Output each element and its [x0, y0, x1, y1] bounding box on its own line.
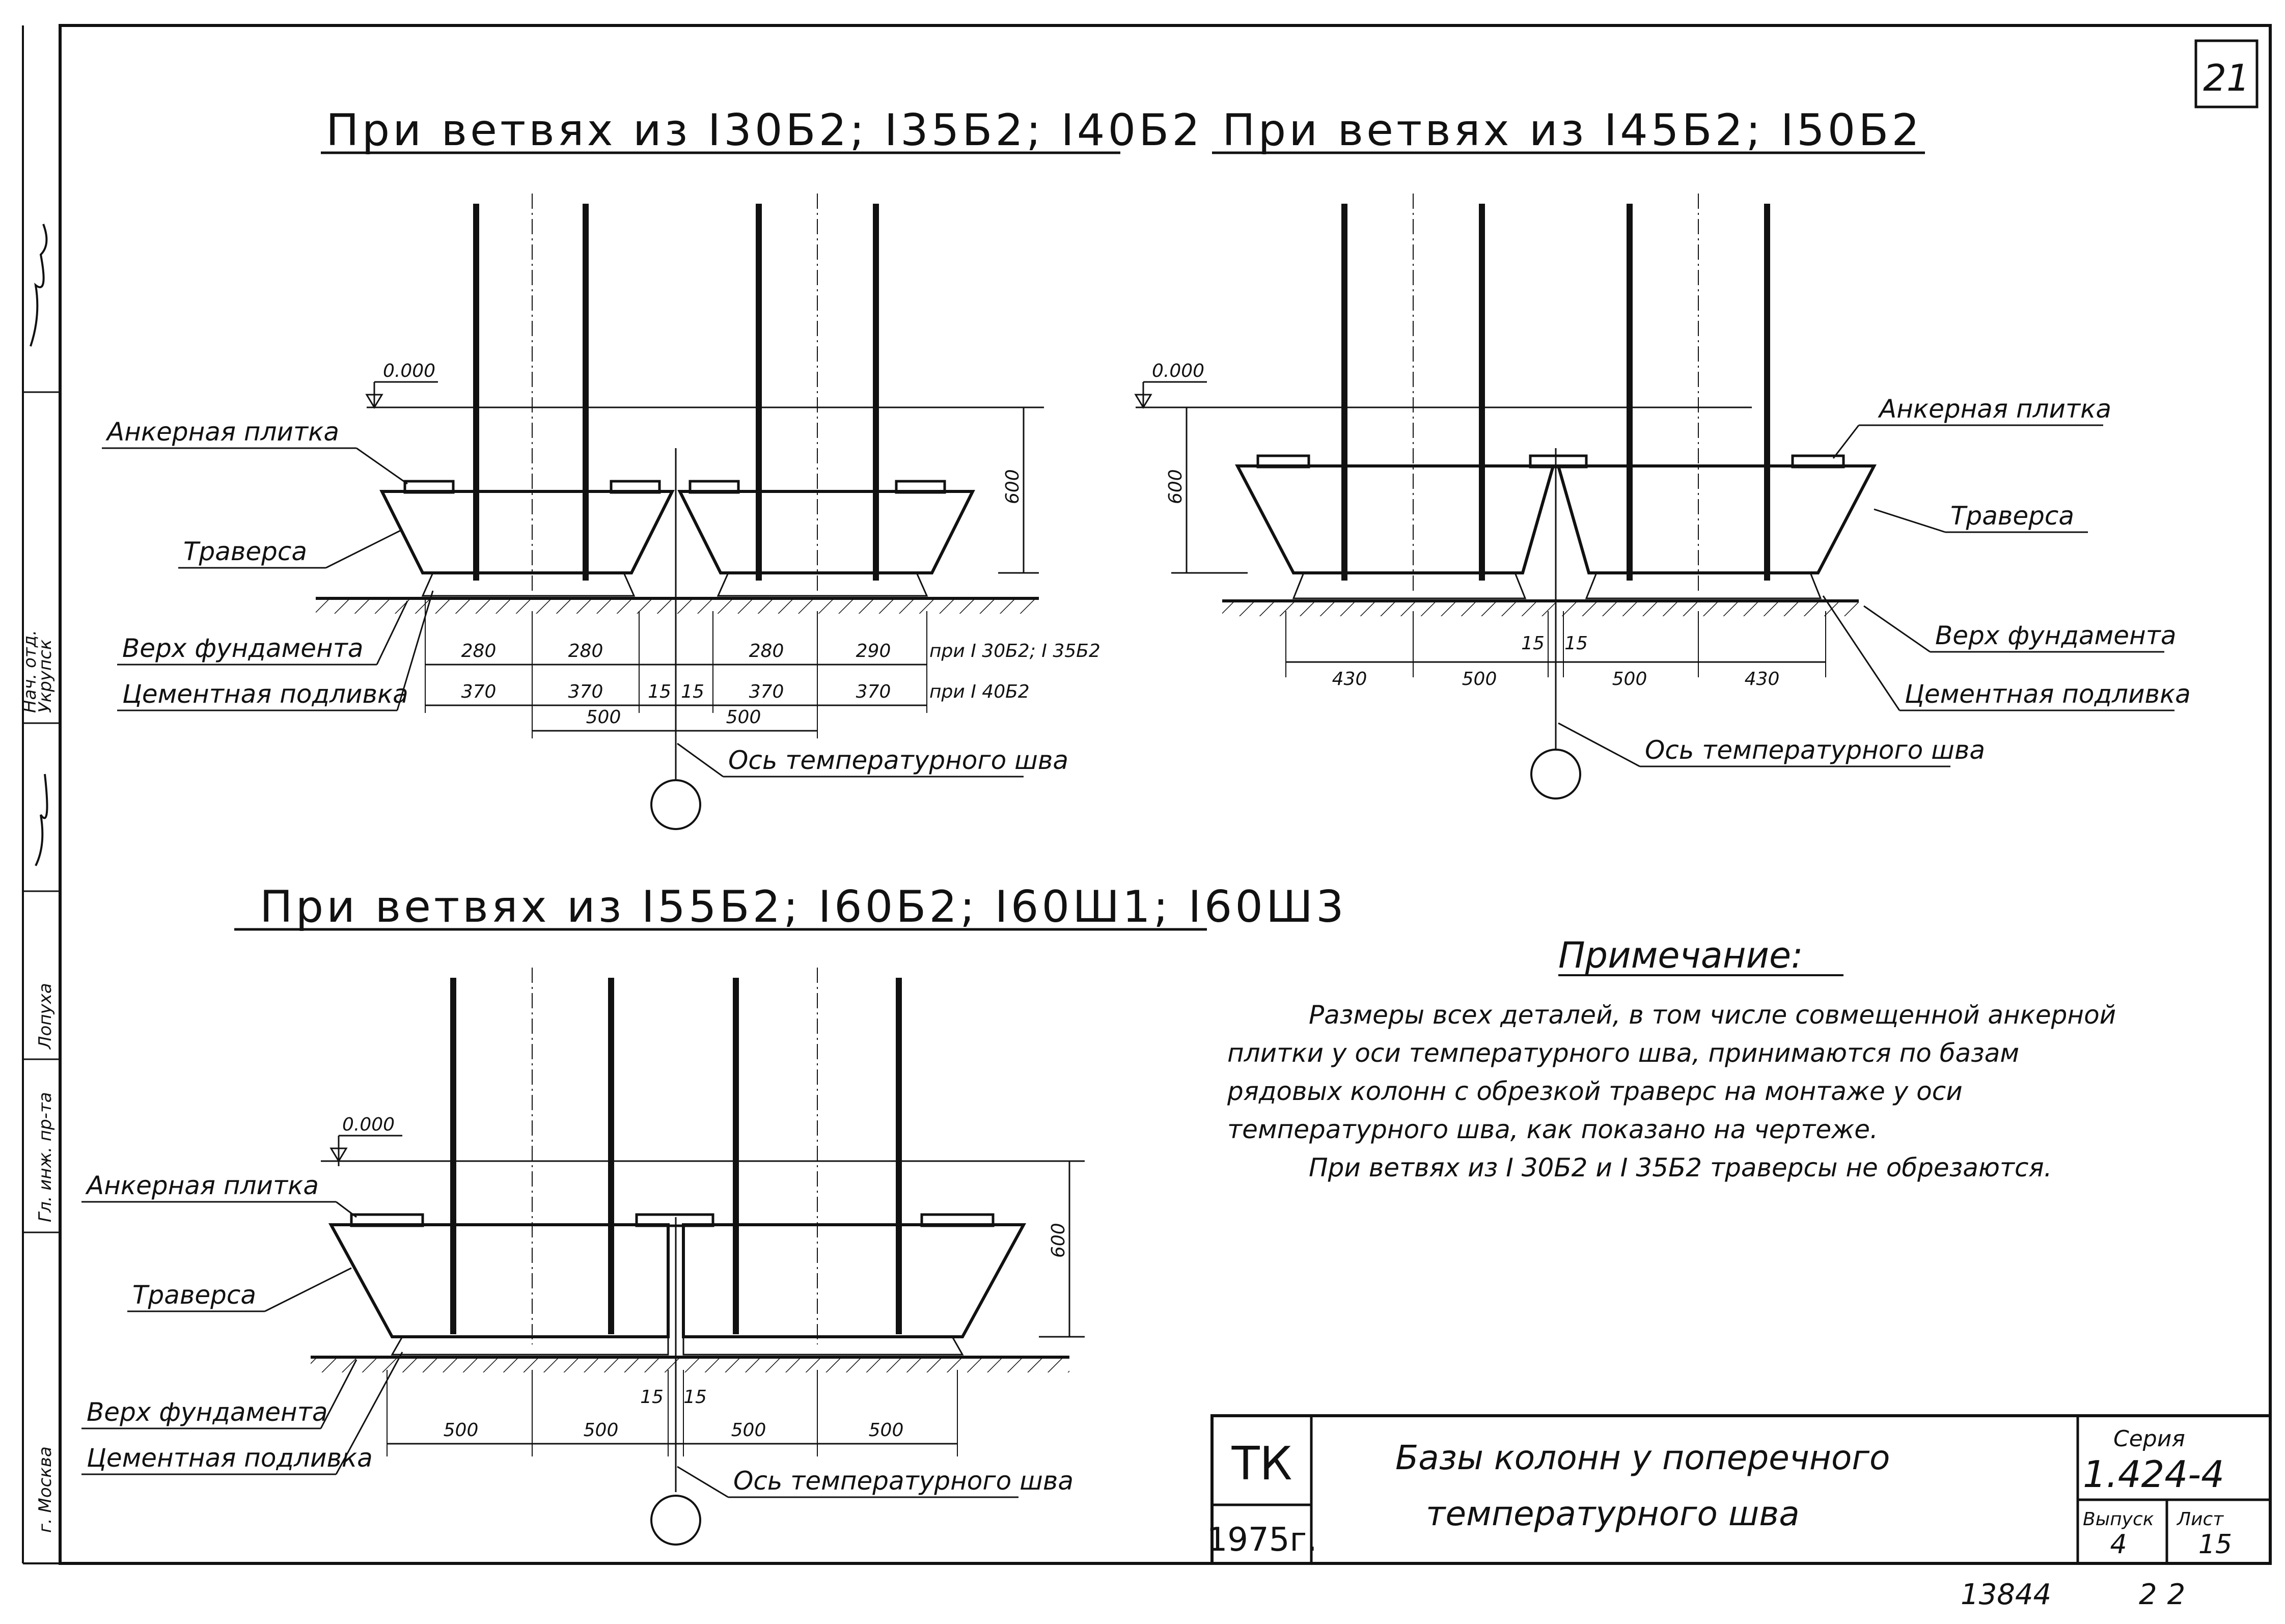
section-3-label-joint-axis: Ось температурного шва	[733, 1466, 1073, 1496]
section-1-label-cement-grout: Цементная подливка	[122, 679, 408, 709]
note-line-1: Размеры всех деталей, в том числе совмещ…	[1309, 1000, 2116, 1030]
section-1-height-dim: 600	[1002, 469, 1023, 504]
side-stamp-field-3: Нач. отд.	[20, 630, 40, 713]
section-1-dim-r3-0: 500	[586, 707, 621, 728]
section-1-dim-r2-4: 370	[749, 681, 784, 702]
side-stamp-field-1: Гл. инж. пр-та	[35, 1092, 56, 1222]
section-2-dim-gap-1: 15	[1564, 633, 1588, 654]
section-1-dim-r1-1: 280	[568, 641, 603, 662]
title-block-sheet-label: Лист	[2176, 1509, 2224, 1530]
side-stamp: г. Москва Гл. инж. пр-та Лопуха Укрупск …	[20, 224, 60, 1533]
section-2-title: При ветвях из I45Б2; I50Б2	[1222, 105, 1922, 156]
section-2-dim-1: 500	[1462, 669, 1497, 690]
section-2-dim-gap-0: 15	[1521, 633, 1545, 654]
note-line-2: плитки у оси температурного шва, принима…	[1227, 1038, 2019, 1068]
section-3-dim-0: 500	[444, 1420, 479, 1441]
section-3-label-cement-grout: Цементная подливка	[87, 1443, 373, 1473]
section-2-dim-3: 430	[1745, 669, 1780, 690]
section-1-label-joint-axis: Ось температурного шва	[728, 746, 1068, 775]
side-stamp-field-4: Укрупск	[35, 639, 56, 713]
section-1-label-foundation-top: Верх фундамента	[122, 634, 363, 663]
section-2-label-foundation-top: Верх фундамента	[1935, 621, 2176, 650]
section-3-title: При ветвях из I55Б2; I60Б2; I60Ш1; I60Ш3	[260, 882, 1347, 932]
section-2-label-traverse: Траверса	[1950, 501, 2074, 531]
title-block-issue-label: Выпуск	[2083, 1509, 2154, 1530]
section-1-label-anchor-plate: Анкерная плитка	[105, 417, 339, 447]
section-2-drawing: При ветвях из I45Б2; I50Б2 0.000 600	[1134, 105, 2191, 800]
section-3-label-traverse: Траверса	[132, 1280, 256, 1310]
section-2-dim-0: 430	[1332, 669, 1367, 690]
section-3-dim-3: 500	[869, 1420, 904, 1441]
section-1-level-mark: 0.000	[383, 361, 435, 381]
section-3-drawing: При ветвях из I55Б2; I60Б2; I60Ш1; I60Ш3…	[81, 882, 1347, 1546]
section-2-dim-2: 500	[1612, 669, 1647, 690]
section-3-dim-gap-1: 15	[683, 1387, 707, 1408]
section-3-dim-gap-0: 15	[640, 1387, 664, 1408]
section-1-dim-r2-5: 370	[856, 681, 891, 702]
sheet-frame	[59, 24, 2272, 1565]
section-1-dim-r1-2: 280	[749, 641, 784, 662]
section-3-label-foundation-top: Верх фундамента	[87, 1397, 327, 1427]
section-2-level-mark: 0.000	[1152, 361, 1204, 381]
section-1-dim-r3-1: 500	[726, 707, 761, 728]
section-1-dim-r2-3: 15	[681, 681, 704, 702]
section-1-dim-r1-note: при I 30Б2; I 35Б2	[929, 641, 1100, 662]
sheet-number-box: 21	[2194, 39, 2259, 108]
section-1-dim-r2-1: 370	[568, 681, 603, 702]
title-block-title-2: температурного шва	[1426, 1494, 1800, 1533]
note-block: Примечание: Размеры всех деталей, в том …	[1227, 934, 2116, 1182]
note-line-5: При ветвях из I 30Б2 и I 35Б2 траверсы н…	[1309, 1153, 2052, 1182]
title-block-title-1: Базы колонн у поперечного	[1395, 1438, 1890, 1477]
section-1-dim-r2-0: 370	[461, 681, 497, 702]
side-stamp-field-2: Лопуха	[35, 983, 56, 1050]
title-block-series-value: 1.424-4	[2083, 1453, 2224, 1496]
title-block: ТК 1975г. Базы колонн у поперечного темп…	[1207, 1414, 2272, 1565]
sheet-number: 21	[2203, 57, 2250, 99]
section-1-label-traverse: Траверса	[183, 537, 307, 566]
title-block-series-label: Серия	[2113, 1426, 2185, 1452]
title-block-sheet-value: 15	[2198, 1529, 2232, 1560]
title-block-org: ТК	[1231, 1437, 1292, 1491]
section-2-label-joint-axis: Ось температурного шва	[1645, 735, 1985, 765]
note-line-3: рядовых колонн с обрезкой траверс на мон…	[1227, 1077, 1963, 1106]
section-1-dim-r1-3: 290	[856, 641, 891, 662]
section-3-height-dim: 600	[1048, 1223, 1069, 1258]
section-3-label-anchor-plate: Анкерная плитка	[85, 1171, 319, 1200]
signature-1	[30, 224, 48, 347]
section-1-dim-r2-note: при I 40Б2	[929, 681, 1030, 702]
section-2-label-anchor-plate: Анкерная плитка	[1878, 394, 2111, 424]
section-2-label-cement-grout: Цементная подливка	[1905, 679, 2191, 709]
section-1-dim-r2-2: 15	[648, 681, 671, 702]
section-1-title: При ветвях из I30Б2; I35Б2; I40Б2	[326, 105, 1203, 156]
signature-2	[35, 774, 48, 866]
section-3-dim-1: 500	[584, 1420, 619, 1441]
section-1-dim-r1-0: 280	[461, 641, 497, 662]
footer-inventory-number: 13844	[1961, 1578, 2051, 1611]
section-2-height-dim: 600	[1165, 469, 1186, 504]
section-3-level-mark: 0.000	[342, 1114, 395, 1135]
note-heading: Примечание:	[1558, 934, 1803, 976]
section-3-dim-2: 500	[731, 1420, 766, 1441]
section-1-drawing: При ветвях из I30Б2; I35Б2; I40Б2 0.000	[102, 105, 1203, 830]
title-block-year: 1975г.	[1207, 1521, 1317, 1559]
side-stamp-city: г. Москва	[35, 1446, 56, 1533]
footer-page-number: 22	[2139, 1578, 2195, 1611]
title-block-issue-value: 4	[2110, 1529, 2127, 1560]
note-line-4: температурного шва, как показано на черт…	[1227, 1115, 1878, 1144]
